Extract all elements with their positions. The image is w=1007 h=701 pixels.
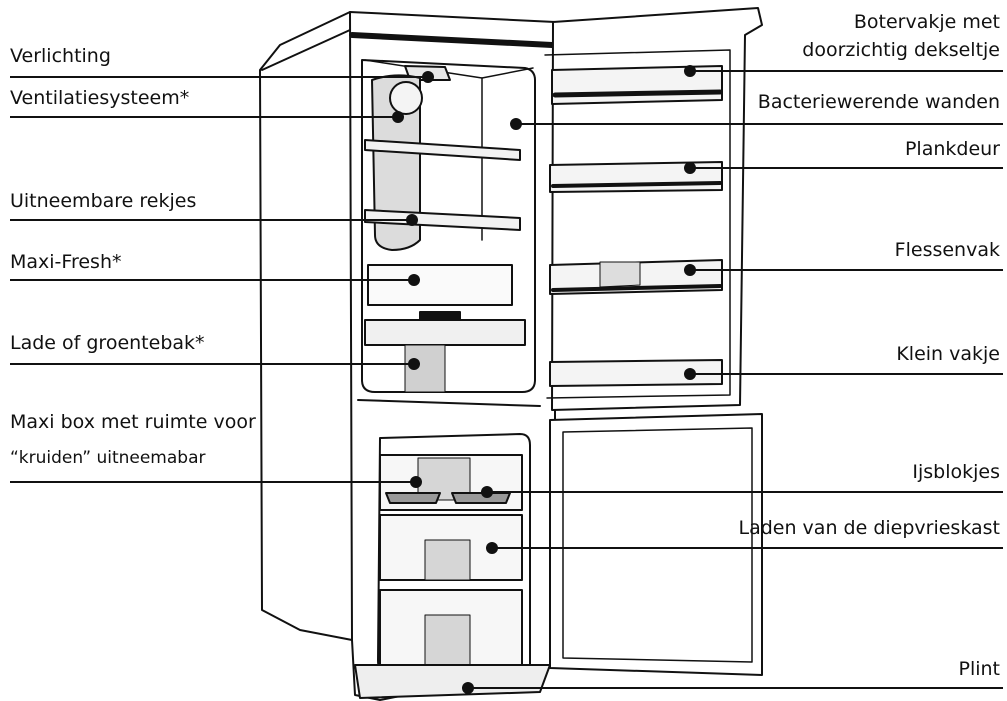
label-botervakje-line1: Botervakje met [853, 11, 1000, 33]
freezer-door [549, 413, 763, 676]
top-rim [349, 32, 555, 48]
dot-ventilatie [392, 111, 404, 123]
maxi-fresh-box [367, 264, 513, 306]
ice-tray-2 [451, 492, 511, 504]
label-maxi-box-line1: Maxi box met ruimte voor [10, 411, 256, 433]
dot-laden [486, 542, 498, 554]
label-maxi-box-line2: “kruiden” uitneemabar [10, 448, 206, 468]
label-maxi-fresh: Maxi-Fresh* [10, 251, 122, 273]
dot-lade [408, 358, 420, 370]
ventilation-duct [371, 74, 421, 251]
dot-plint [462, 682, 474, 694]
label-lade-groentebak: Lade of groentebak* [10, 332, 205, 354]
label-bacteriewerende-wanden: Bacteriewerende wanden [757, 91, 1000, 113]
dot-maxibox [410, 476, 422, 488]
fridge-compartment [361, 59, 536, 393]
dot-rekjes [406, 214, 418, 226]
label-ijsblokjes: Ijsblokjes [912, 461, 1000, 483]
label-plankdeur: Plankdeur [904, 138, 1000, 160]
dot-bacterie [510, 118, 522, 130]
label-verlichting: Verlichting [10, 45, 111, 67]
ventilation-fan [389, 81, 423, 115]
dot-klein [684, 368, 696, 380]
label-botervakje-line2: doorzichtig dekseltje [802, 39, 1000, 61]
dot-ijs [481, 486, 493, 498]
dot-plankdeur [684, 162, 696, 174]
label-flessenvak: Flessenvak [894, 239, 1000, 261]
crisper-drawer [364, 319, 526, 346]
label-plint: Plint [958, 658, 1000, 680]
ice-tray-1 [385, 492, 441, 504]
dot-verlichting [422, 71, 434, 83]
shelf-1 [364, 139, 521, 161]
fridge-door [551, 7, 763, 411]
dot-boter [684, 65, 696, 77]
dot-maxifresh [408, 274, 420, 286]
label-ventilatiesysteem: Ventilatiesysteem* [10, 87, 190, 109]
plinth [354, 664, 551, 699]
small-compartment [549, 359, 723, 387]
label-laden-diepvrieskast: Laden van de diepvrieskast [738, 517, 1001, 539]
shelf-2 [364, 209, 521, 231]
label-klein-vakje: Klein vakje [896, 343, 1000, 365]
label-uitneembare-rekjes: Uitneembare rekjes [10, 190, 197, 212]
dot-flessenvak [684, 264, 696, 276]
